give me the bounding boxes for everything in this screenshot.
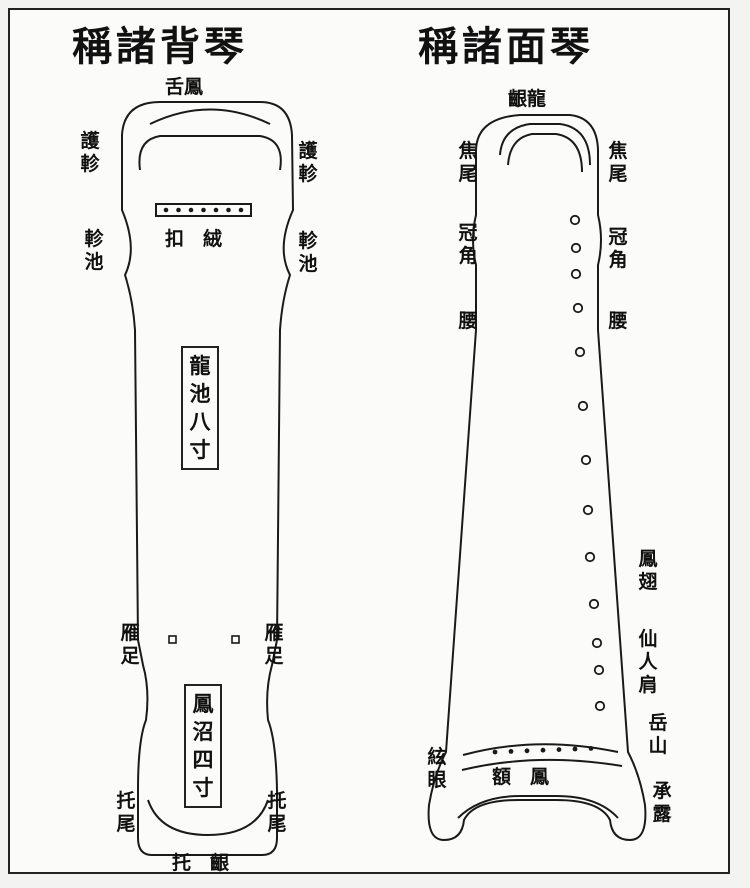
- back-qin-outline: [121, 101, 295, 856]
- knot-dot: [226, 207, 231, 213]
- hui-marker: [569, 214, 581, 226]
- label-crown-horn-left: 冠角: [458, 222, 478, 267]
- label-goose-foot-left: 雁足: [120, 622, 140, 667]
- label-immortal-shoulder: 仙人肩: [638, 628, 658, 696]
- back-title: 稱諸背琴: [72, 23, 248, 70]
- knot-dot: [163, 207, 169, 213]
- figure-frame: [8, 8, 730, 874]
- knot-dot: [176, 207, 181, 213]
- label-phoenix-tongue: 舌鳳: [165, 76, 204, 98]
- label-protect-peg-left: 護軫: [80, 130, 100, 175]
- label-tail-support-left: 托尾: [116, 790, 136, 835]
- hui-marker: [570, 242, 582, 254]
- hui-marker: [582, 504, 594, 516]
- front-head-inner2: [507, 133, 583, 173]
- hui-marker: [591, 637, 603, 649]
- label-string-knot: 扣 絨: [165, 228, 223, 250]
- knot-dot: [238, 207, 244, 213]
- label-phoenix-pool: 鳳沼四寸: [184, 684, 222, 808]
- goose-foot-square-right: [231, 635, 240, 644]
- front-title: 稱諸面琴: [418, 23, 594, 70]
- hui-marker: [584, 551, 596, 563]
- hui-marker: [572, 302, 584, 314]
- string-eye-dot: [540, 747, 546, 753]
- front-qin-outline: [427, 114, 647, 842]
- front-bridge-curve2: [461, 758, 623, 771]
- front-head-inner: [499, 123, 591, 166]
- label-waist-left: 腰: [458, 310, 478, 332]
- front-bridge-curve: [462, 743, 619, 756]
- front-tail-curve: [457, 795, 619, 819]
- label-waist-right: 腰: [608, 310, 628, 332]
- back-head-curve: [138, 135, 282, 171]
- hui-marker: [594, 700, 606, 712]
- back-knot-dots: [163, 207, 244, 213]
- hui-marker: [580, 454, 592, 466]
- label-phoenix-forehead: 額 鳳: [492, 766, 550, 788]
- back-knot-bar: [155, 203, 252, 217]
- label-goose-foot-right: 雁足: [264, 622, 284, 667]
- back-tail-curve: [147, 799, 269, 837]
- string-eye-dot: [492, 749, 498, 755]
- string-eye-dot: [572, 746, 578, 752]
- hui-marker: [574, 346, 586, 358]
- knot-dot: [188, 207, 194, 213]
- label-tail-support-right: 托尾: [267, 790, 287, 835]
- hui-markers: [569, 214, 606, 712]
- string-eye-dot: [508, 749, 514, 754]
- label-string-eye: 絃眼: [427, 746, 447, 791]
- label-crown-horn-right: 冠角: [608, 226, 628, 271]
- hui-marker: [570, 268, 582, 280]
- label-dragon-gum: 齦龍: [508, 88, 547, 110]
- label-dragon-pool: 龍池八寸: [181, 346, 219, 470]
- string-eye-dot: [588, 746, 594, 751]
- back-tongue-arc: [149, 108, 271, 125]
- string-eye-dots: [492, 746, 594, 755]
- string-eye-dot: [556, 747, 562, 752]
- label-peg-pool-left: 軫池: [84, 228, 104, 273]
- hui-marker: [593, 664, 605, 676]
- hui-marker: [588, 598, 600, 610]
- label-dew-receiver: 承露: [652, 780, 672, 825]
- label-scorched-tail-left: 焦尾: [458, 140, 478, 185]
- hui-marker: [577, 400, 589, 412]
- label-scorched-tail-right: 焦尾: [608, 140, 628, 185]
- label-peg-pool-right: 軫池: [298, 230, 318, 275]
- string-eye-dot: [524, 748, 530, 754]
- label-phoenix-wing: 鳳翅: [638, 548, 658, 593]
- label-mountain: 岳山: [648, 712, 668, 757]
- knot-dot: [201, 207, 206, 213]
- label-protect-peg-right: 護軫: [298, 140, 318, 185]
- knot-dot: [213, 207, 219, 213]
- goose-foot-square-left: [168, 635, 177, 644]
- label-tail-gum: 托 齦: [172, 852, 230, 874]
